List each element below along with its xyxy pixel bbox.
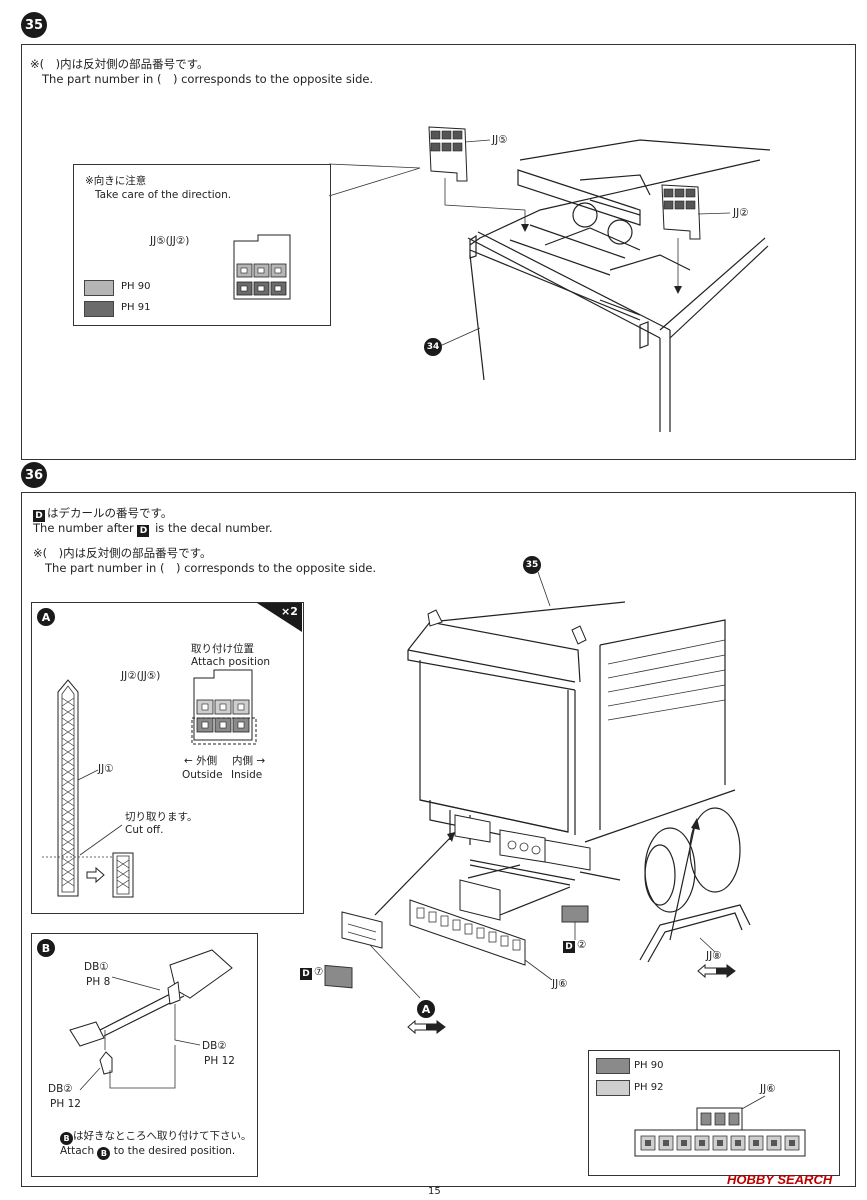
legend36-swatch-ph90 [596,1058,630,1074]
b-icon: B [60,1132,73,1145]
leader-jj1 [42,769,123,858]
label-jj1: JJ① [98,763,114,775]
shovel-drawing [69,949,233,1091]
panel-b-note-en-post: to the desired position. [113,1145,236,1157]
label-ph12-right: PH 12 [204,1055,235,1067]
label-ph12-left: PH 12 [50,1098,81,1110]
outside-en: Outside [182,769,223,781]
label-d7-text: ⑦ [314,966,324,978]
truck-rear-drawing [324,571,751,999]
part-jj2-icon [661,184,701,240]
watermark: HOBBY SEARCH [727,1172,833,1187]
ref-part-34-badge: 34 [424,338,442,356]
label-jj2: JJ② [733,207,749,219]
legend-jj6-label: JJ⑥ [760,1083,776,1095]
legend-label-ph91: PH 91 [121,302,151,313]
label-db1: DB① [84,961,109,973]
jj1-strip [57,679,79,897]
page-number: 15 [428,1186,441,1197]
decal-d-icon-2: D [137,525,150,537]
leader-jj2 [697,212,731,215]
step-35-badge: 35 [21,12,47,38]
ref-part-35-badge: 35 [523,556,541,574]
callout-part-diagram [233,234,291,300]
panel-a-multiplier: ×2 [281,605,298,618]
attach-position-jp: 取り付け位置 [191,643,254,655]
arrow-right-icon [86,866,105,884]
panel-a-part-diagram [191,669,257,745]
label-jj5: JJ⑤ [492,134,508,146]
leader-jj5 [464,139,491,143]
attach-position-en: Attach position [191,656,271,668]
panel-a-part-label: JJ②(JJ⑤) [121,670,161,682]
outside-jp: ← 外側 [184,755,218,767]
panel-b-note-jp-text: は好きなところへ取り付けて下さい。 [73,1130,252,1142]
label-db2-right: DB② [202,1040,227,1052]
legend-jj6-part [634,1095,806,1157]
panel-a-corner [257,603,302,632]
step-36-note-en: The part number in ( ) corresponds to th… [45,561,377,575]
double-arrow-a-icon [407,1019,446,1035]
panel-a-letter: A [37,608,55,626]
ref-a-marker: A [417,1000,435,1018]
decal-d2-icon: D [563,941,575,953]
callout-part-label: JJ⑤(JJ②) [150,235,190,247]
step-36-note-jp: ※( )内は反対側の部品番号です。 [33,546,212,560]
legend36-label-ph90: PH 90 [634,1060,664,1071]
part-jj5-icon [428,126,468,182]
label-d2-text: ② [577,939,587,951]
decal-note-en-post: is the decal number. [155,521,273,535]
b-icon-2: B [97,1147,111,1160]
direction-note-en: Take care of the direction. [95,189,232,201]
label-jj8: JJ⑧ [706,950,722,962]
step-35-note-en: The part number in ( ) corresponds to th… [42,72,374,86]
cut-off-en: Cut off. [125,824,164,836]
label-db2-left: DB② [48,1083,73,1095]
decal-note-jp-text: はデカールの番号です。 [47,506,173,520]
legend36-label-ph92: PH 92 [634,1082,664,1093]
legend36-swatch-ph92 [596,1080,630,1096]
decal-note-en-pre: The number after [33,521,134,535]
decal-d7-icon: D [300,968,312,980]
label-jj6: JJ⑥ [552,978,568,990]
panel-b-letter: B [37,939,55,957]
callout-pointer [328,163,421,197]
legend-swatch-ph90 [84,280,114,296]
inside-jp: 内側 → [232,755,266,767]
panel-b-note-en: Attach B to the desired position. [60,1145,235,1160]
double-arrow-jj8-icon [697,963,736,979]
inside-en: Inside [231,769,263,781]
panel-b-note-en-pre: Attach [60,1145,95,1157]
step-35-note-jp: ※( )内は反対側の部品番号です。 [30,57,209,71]
legend-swatch-ph91 [84,301,114,317]
legend-label-ph90: PH 90 [121,281,151,292]
step-36-badge: 36 [21,462,47,488]
truck-frame-drawing [439,139,771,432]
jj1-cut-piece [112,852,134,898]
decal-note-en: The number after D is the decal number. [33,521,273,537]
decal-d-icon: D [33,510,45,522]
label-ph8: PH 8 [86,976,111,988]
cut-off-jp: 切り取ります。 [125,811,198,823]
direction-note-jp: ※向きに注意 [85,175,147,187]
